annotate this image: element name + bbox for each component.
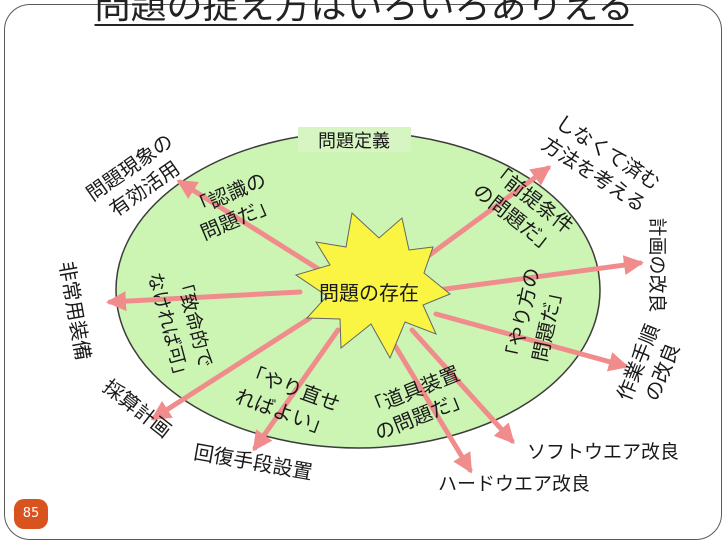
definition-label: 問題定義	[318, 131, 390, 152]
outer-label-hijou: 非常用装備	[54, 259, 95, 362]
definition-label-bg	[298, 127, 411, 152]
arrow-to-sagyou	[433, 311, 629, 372]
outer-label-software: ソフトウエア改良	[527, 441, 679, 463]
arrow-to-genshou	[176, 179, 323, 273]
slide-title-text: 問題の捉え方はいろいろありえる	[94, 0, 634, 27]
arrow-to-keikaku	[435, 255, 644, 293]
outer-label-hardware: ハードウエア改良	[438, 473, 590, 495]
outer-label-sagyou: 作業手順 の改良	[612, 321, 685, 405]
problem-star	[294, 212, 451, 360]
arrow-to-shinakute	[417, 165, 552, 265]
slide-title: 問題の捉え方はいろいろありえる	[0, 0, 728, 30]
slide-frame	[4, 4, 722, 540]
arrow-to-kaifuku	[252, 327, 341, 452]
center-label: 問題の存在	[319, 281, 419, 305]
outer-label-keikaku: 計画の改良	[646, 217, 668, 312]
page-number-badge: 85	[14, 499, 48, 529]
arrow-to-saisan	[150, 315, 313, 421]
arrow-to-hijou	[106, 289, 303, 312]
arrow-to-software	[409, 327, 515, 444]
arrow-to-hardware	[385, 331, 473, 474]
